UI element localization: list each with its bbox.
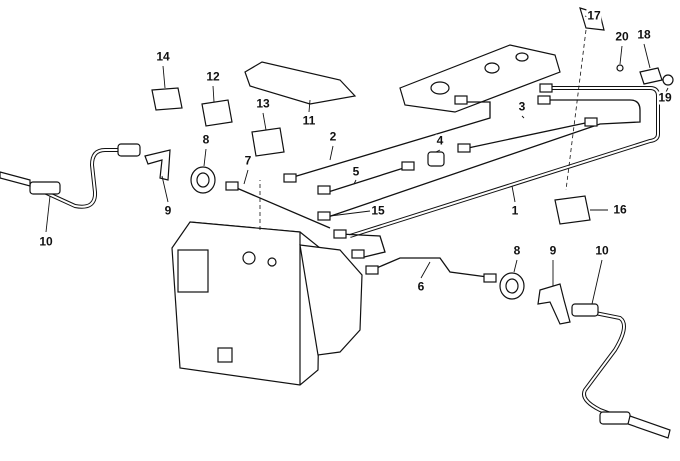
callout-10: 10: [38, 234, 54, 249]
callout-8-right: 8: [512, 243, 522, 258]
callout-17: 17: [586, 8, 602, 23]
callout-9-right: 9: [548, 243, 558, 258]
callout-14: 14: [155, 49, 171, 64]
callout-2: 2: [328, 129, 338, 144]
callout-7: 7: [243, 153, 253, 168]
callout-20: 20: [614, 29, 630, 44]
callout-1: 1: [510, 203, 520, 218]
callout-13: 13: [255, 96, 271, 111]
callout-18: 18: [636, 27, 652, 42]
small-parts: [144, 7, 674, 325]
master-cylinder: [399, 44, 561, 113]
callout-19: 19: [657, 90, 673, 105]
callout-9: 9: [163, 203, 173, 218]
hose-left: [0, 143, 141, 209]
callout-16: 16: [612, 202, 628, 217]
leader-lines: [45, 15, 669, 305]
callout-3: 3: [517, 99, 527, 114]
callout-11: 11: [301, 113, 317, 128]
callout-6: 6: [416, 279, 426, 294]
callout-10-right: 10: [594, 243, 610, 258]
callout-12: 12: [205, 69, 221, 84]
callout-8: 8: [201, 132, 211, 147]
brake-pipes: [231, 86, 660, 279]
callout-5: 5: [351, 164, 361, 179]
callout-4: 4: [435, 133, 445, 148]
abs-hydraulic-unit: [171, 180, 363, 386]
callout-15: 15: [370, 203, 386, 218]
hose-right: [571, 303, 671, 439]
